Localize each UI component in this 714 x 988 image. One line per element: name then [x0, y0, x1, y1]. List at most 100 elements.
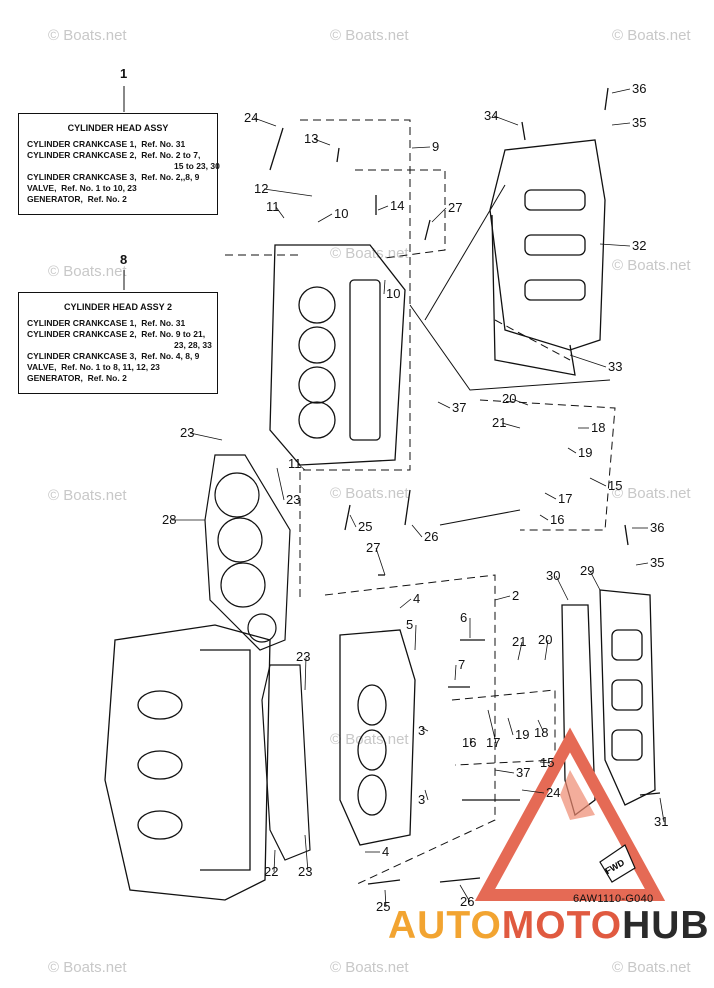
callout-number: 27: [448, 200, 462, 215]
callout-number: 21: [512, 634, 526, 649]
callout-number: 30: [546, 568, 560, 583]
callout-number: 23: [296, 649, 310, 664]
callout-leader: [537, 719, 545, 734]
watermark-group: © Boats.net © Boats.net © Boats.net © Bo…: [48, 27, 691, 976]
box2-line: GENERATOR, Ref. No. 2: [27, 373, 127, 383]
callout-leader: [659, 797, 665, 823]
callout-number: 13: [304, 131, 318, 146]
cylinder-head-upper: [269, 244, 406, 466]
brand-logo-text: AUTOMOTOHUB: [388, 904, 710, 948]
callout-leader: [297, 463, 306, 471]
watermark: © Boats.net: [48, 263, 127, 280]
callout-leader: [589, 477, 607, 487]
watermark: © Boats.net: [330, 959, 409, 976]
callout-number: 22: [264, 864, 278, 879]
callout-number: 3: [418, 723, 425, 738]
box2-line: CYLINDER CRANKCASE 2, Ref. No. 9 to 21,: [27, 329, 206, 339]
box1-line: CYLINDER CRANKCASE 3, Ref. No. 2,,8, 9: [27, 172, 200, 182]
diagram-code: 6AW1110-G040: [573, 893, 654, 905]
callout-number: 5: [406, 617, 413, 632]
callout-leader: [494, 595, 511, 601]
callout-number: 18: [534, 725, 548, 740]
callout-number: 24: [546, 785, 560, 800]
callout-number: 27: [366, 540, 380, 555]
callout-leader: [383, 279, 386, 295]
watermark: © Boats.net: [330, 731, 409, 748]
box2-line: VALVE, Ref. No. 1 to 8, 11, 12, 23: [27, 362, 160, 372]
callout-leader: [459, 884, 471, 903]
box1-title: CYLINDER HEAD ASSY: [67, 123, 169, 133]
callout-leader: [521, 789, 545, 794]
callout-leader: [411, 146, 431, 149]
callout-leader: [539, 761, 551, 764]
warning-triangle-logo: [474, 727, 666, 901]
callout-leader: [454, 664, 457, 681]
callout-number: 17: [558, 491, 572, 506]
watermark: © Boats.net: [612, 27, 691, 44]
watermark: © Boats.net: [48, 487, 127, 504]
callout-leader: [589, 570, 601, 591]
callout-leader: [501, 422, 521, 429]
callout-leader: [517, 641, 523, 661]
box1-line: VALVE, Ref. No. 1 to 10, 23: [27, 183, 137, 193]
callout-number: 16: [550, 512, 564, 527]
callout-number: 35: [632, 115, 646, 130]
callout-number: 26: [460, 894, 474, 909]
box1-line: CYLINDER CRANKCASE 2, Ref. No. 2 to 7,: [27, 150, 201, 160]
callout-leader: [273, 849, 276, 873]
watermark: © Boats.net: [330, 485, 409, 502]
callout-number: 28: [162, 512, 176, 527]
callout-number: 10: [334, 206, 348, 221]
callout-leader: [511, 398, 529, 406]
callout-leader: [493, 115, 519, 126]
callout-leader: [569, 354, 607, 368]
callout-number: 7: [458, 657, 465, 672]
box2-line: 23, 28, 33: [174, 340, 212, 350]
callout-leader: [555, 575, 569, 601]
callout-number: 15: [608, 478, 622, 493]
callout-leader: [539, 514, 549, 521]
callout-number: 11: [288, 456, 302, 471]
callout-leader: [544, 492, 557, 500]
callout-number: 37: [516, 765, 530, 780]
callout-leader: [263, 188, 313, 197]
callout-leader: [414, 624, 417, 651]
callout-number: 36: [632, 81, 646, 96]
callout-leader: [494, 769, 515, 774]
callout-number: 15: [540, 755, 554, 770]
box2-number: 8: [120, 252, 128, 267]
callout-number: 16: [462, 735, 476, 750]
callout-leader: [567, 447, 577, 454]
callout-leader: [276, 467, 285, 501]
box2-line: CYLINDER CRANKCASE 1, Ref. No. 31: [27, 318, 186, 328]
callout-number: 11: [266, 199, 280, 214]
callout-number: 3: [418, 792, 425, 807]
callout-leader: [411, 524, 423, 538]
group-outlines: [225, 119, 616, 886]
callout-number: 34: [484, 108, 498, 123]
callout-number: 24: [244, 110, 258, 125]
callout-number: 19: [515, 727, 529, 742]
brand-part: HUB: [622, 904, 710, 947]
box2-title: CYLINDER HEAD ASSY 2: [63, 302, 173, 312]
callout-leader: [349, 514, 357, 528]
callout-number: 4: [413, 591, 420, 606]
watermark: © Boats.net: [612, 257, 691, 274]
cylinder-head-lower: [339, 629, 416, 846]
callout-leader: [275, 206, 285, 219]
watermark: © Boats.net: [612, 959, 691, 976]
callout-leader: [469, 737, 473, 744]
bolts: [269, 87, 661, 885]
callout-number: 17: [486, 735, 500, 750]
cylinder-head-gasket: [204, 454, 291, 651]
callout-number: 6: [460, 610, 467, 625]
callout-number: 25: [376, 899, 390, 914]
callout-leader: [375, 547, 386, 576]
assembly-box-1: CYLINDER HEAD ASSY CYLINDER CRANKCASE 1,…: [18, 113, 220, 215]
callout-leader: [253, 117, 277, 127]
callout-leader: [421, 727, 429, 732]
callout-number: 23: [180, 425, 194, 440]
callout-number: 19: [578, 445, 592, 460]
callout-leader: [304, 834, 309, 873]
